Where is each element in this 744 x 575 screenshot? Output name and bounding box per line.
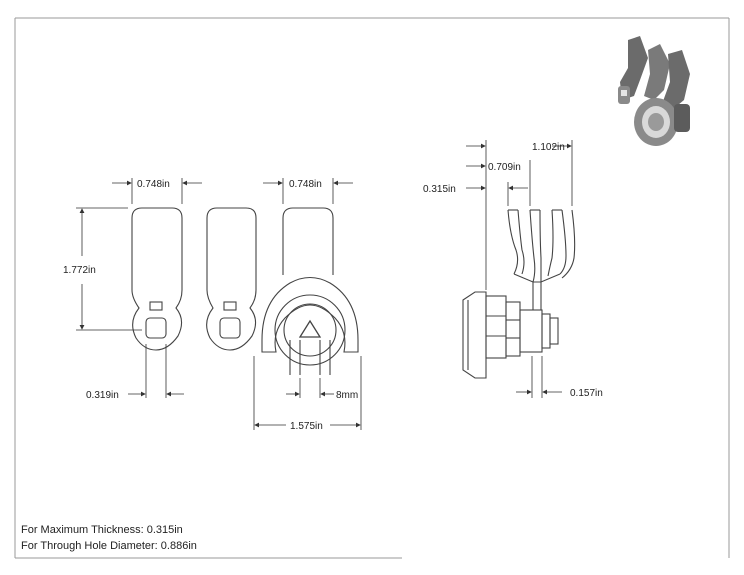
isometric-preview xyxy=(618,36,690,146)
drawing-frame xyxy=(14,17,730,559)
dimension-lines xyxy=(76,140,573,430)
dim-front-width-left: 0.748in xyxy=(137,179,170,190)
dim-key-size: 8mm xyxy=(336,390,358,401)
dim-height: 1.772in xyxy=(63,265,96,276)
side-view-lock xyxy=(462,209,576,379)
dim-side-0157: 0.157in xyxy=(570,388,603,399)
front-view-lock-body xyxy=(261,207,359,375)
dim-hole-width: 0.319in xyxy=(86,390,119,401)
note-max-thickness: For Maximum Thickness: 0.315in xyxy=(21,524,183,536)
dim-side-0315: 0.315in xyxy=(423,184,456,195)
note-through-hole: For Through Hole Diameter: 0.886in xyxy=(21,540,197,552)
dim-side-1102: 1.102in xyxy=(532,142,565,153)
front-view-lever-left xyxy=(131,207,183,351)
dim-overall-width: 1.575in xyxy=(290,421,323,432)
front-view-lever-middle xyxy=(206,207,257,351)
dim-front-width-right: 0.748in xyxy=(289,179,322,190)
dim-side-0709: 0.709in xyxy=(488,162,521,173)
